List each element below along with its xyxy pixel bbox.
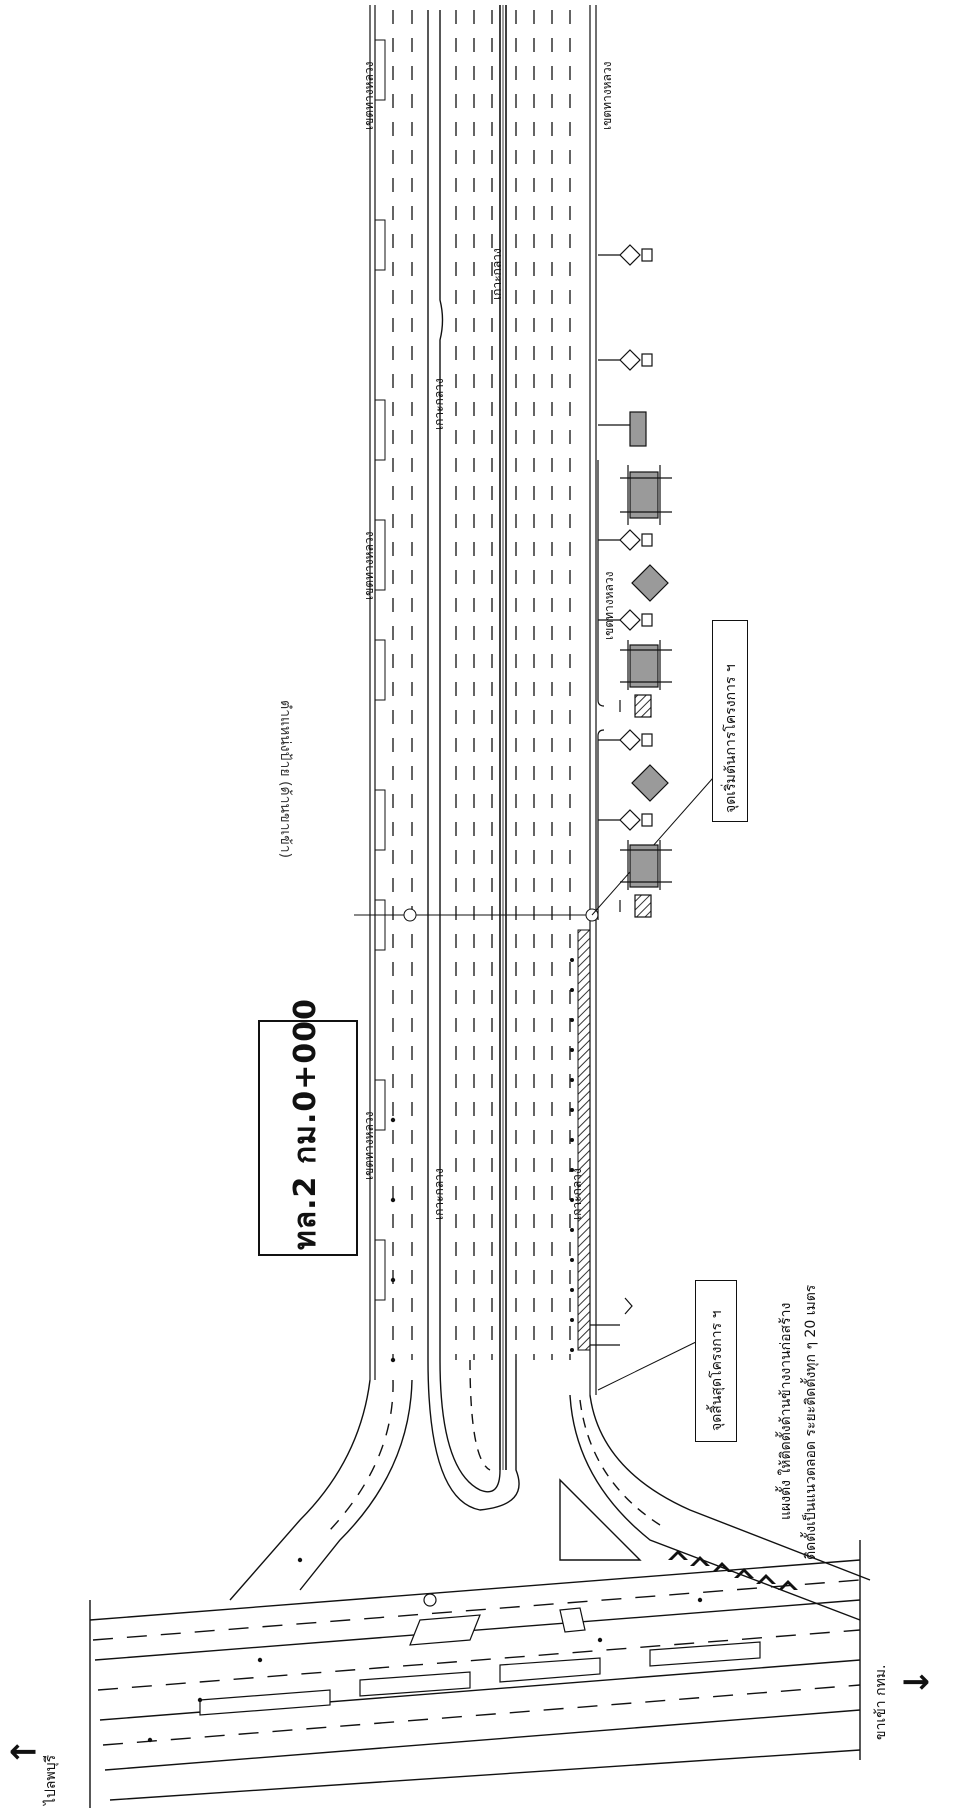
- sign-diamond-small: [598, 529, 653, 551]
- cross-road: [89, 1540, 861, 1808]
- main-lanes-right: [515, 10, 571, 1360]
- row-boundary-label-5: เขตทางหลวง: [602, 571, 616, 640]
- sign-barricade-arrow: [620, 840, 672, 890]
- arrow-right-icon: ↑: [894, 1667, 935, 1697]
- sign-diamond-curve: [631, 564, 669, 602]
- project-start-box: จุดเริ่มต้นการโครงการ ฯ: [712, 620, 748, 822]
- main-lanes-left: [455, 10, 493, 1360]
- cone-row: [570, 958, 574, 1352]
- sign-diamond-small: [598, 809, 653, 831]
- central-median: [499, 5, 507, 1470]
- station-km: กม.0+000: [288, 998, 323, 1164]
- row-boundary-label-1: เขตทางหลวง: [362, 61, 376, 130]
- project-start-label: จุดเริ่มต้นการโครงการ ฯ: [723, 664, 739, 813]
- end-leader: [597, 1339, 701, 1391]
- sign-zone-brackets: [597, 460, 605, 920]
- barrier-note-line2: ติดตั้งเป็นแนวตลอด ระยะติดตั้งทุก ๆ 20 เ…: [803, 1284, 819, 1560]
- top-caption: ตำแหน่งป้าย (ด้านขาเข้า): [277, 700, 293, 859]
- row-boundary-label-3: เขตทางหลวง: [362, 1111, 376, 1180]
- station-road: ทล.2: [288, 1175, 323, 1250]
- median-label-2: เกาะกลาง: [490, 248, 504, 300]
- station-box: ทล.2 กม.0+000: [258, 998, 358, 1256]
- row-boundary-label-2: เขตทางหลวง: [362, 531, 376, 600]
- sign-group: [598, 244, 672, 918]
- sign-diamond-small: [598, 609, 653, 631]
- chevron-markings: [668, 1550, 798, 1590]
- frontage-lanes: [392, 10, 413, 1360]
- u-turn-loop: [427, 1359, 520, 1511]
- sign-barricade-arrow: [620, 640, 672, 690]
- left-separator-island: [427, 10, 444, 1360]
- row-boundary-lines: [369, 5, 597, 1395]
- sign-rect-board: [598, 411, 647, 447]
- row-boundary-label-4: เขตทางหลวง: [600, 61, 614, 130]
- start-leader: [591, 769, 721, 916]
- right-connector: [569, 1394, 871, 1621]
- to-bangkok-label: ขาเข้า กทม.: [873, 1664, 889, 1740]
- barrier-note-line1: แผงตั้ง ให้ติดตั้งด้านข้างงานก่อสร้าง: [778, 1302, 794, 1520]
- station-line: [354, 908, 599, 922]
- sign-hatched-barrier: [619, 694, 652, 718]
- project-end-label: จุดสิ้นสุดโครงการ ฯ: [709, 1310, 725, 1431]
- median-label-1: เกาะกลาง: [432, 378, 446, 430]
- triangle-island: [559, 1478, 642, 1561]
- median-label-3: เกาะกลาง: [432, 1168, 446, 1220]
- sign-barricade-arrow: [620, 465, 672, 525]
- sign-diamond-small: [598, 729, 653, 751]
- left-connector: [229, 1379, 413, 1601]
- project-end-box: จุดสิ้นสุดโครงการ ฯ: [695, 1280, 737, 1442]
- sign-diamond-small: [598, 244, 653, 266]
- cross-road-islands: [199, 1593, 761, 1716]
- sign-hatched-barrier: [619, 894, 652, 918]
- frontage-parking-bays: [374, 39, 386, 1301]
- median-markers: [147, 1117, 703, 1743]
- work-zone-hatch: [577, 929, 591, 1351]
- arrow-left-icon: ↑: [4, 1737, 45, 1767]
- sign-diamond-curve: [631, 764, 669, 802]
- side-road-stub: [590, 1297, 633, 1346]
- sign-diamond-small: [598, 349, 653, 371]
- median-label-4: เกาะกลาง: [570, 1168, 584, 1220]
